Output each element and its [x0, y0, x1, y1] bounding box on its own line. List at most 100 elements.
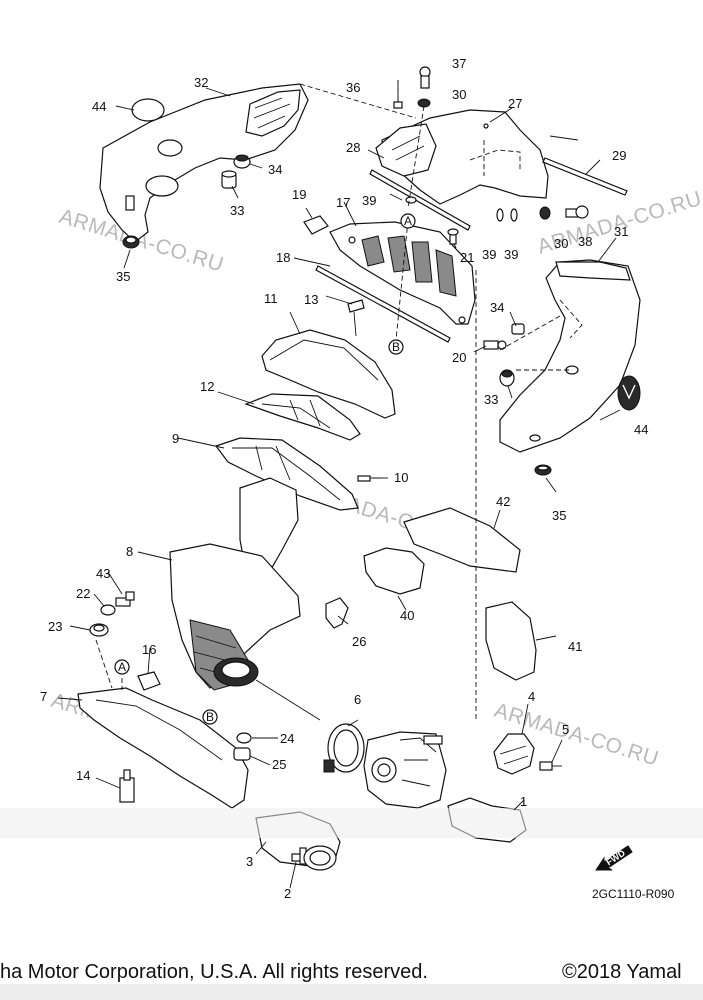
ref-b-bottom: B [202, 709, 218, 725]
part-number-26: 26 [352, 634, 366, 649]
part-number-39-b: 39 [504, 247, 518, 262]
grommet-34-right [511, 323, 525, 335]
clip-19-part [303, 215, 329, 235]
clamp-25-part [233, 747, 251, 761]
grommet-33-top [221, 170, 237, 189]
part-number-7: 7 [40, 689, 47, 704]
part-number-17: 17 [336, 195, 350, 210]
grommet-35-left [122, 235, 140, 249]
part-number-39-a: 39 [482, 247, 496, 262]
part-number-28: 28 [346, 140, 360, 155]
pad-41-part [485, 601, 537, 681]
part-number-34-top: 34 [268, 162, 282, 177]
part-number-3: 3 [246, 854, 253, 869]
ref-b-bottom-label: B [206, 710, 214, 724]
part-number-27: 27 [508, 96, 522, 111]
scan-noise-band-bottom [0, 984, 703, 1000]
ref-a-top-label: A [404, 214, 412, 228]
strip-28-part [369, 169, 471, 231]
part-number-31: 31 [614, 224, 628, 239]
pad-40-part [363, 547, 425, 595]
part-number-37: 37 [452, 56, 466, 71]
emblem-44-right [617, 375, 641, 411]
part-number-34-right: 34 [490, 300, 504, 315]
part-number-23: 23 [48, 619, 62, 634]
ref-a-bottom-label: A [118, 660, 126, 674]
airbox-8-part [169, 477, 301, 691]
part-number-12: 12 [200, 379, 214, 394]
forward-arrow-icon: FWD [595, 845, 633, 871]
part-number-32: 32 [194, 75, 208, 90]
part-number-35-left: 35 [116, 269, 130, 284]
part-number-33-right: 33 [484, 392, 498, 407]
bolt-37-part [419, 66, 431, 89]
part-number-39-top: 39 [362, 193, 376, 208]
part-number-29: 29 [612, 148, 626, 163]
part-number-21: 21 [460, 250, 474, 265]
clip-16-part [137, 671, 161, 691]
filter-seat-9-part [215, 437, 359, 511]
bolt-21-part [447, 228, 459, 245]
seal-ring [303, 845, 337, 871]
part-number-8: 8 [126, 544, 133, 559]
part-number-4: 4 [528, 689, 535, 704]
part-number-2: 2 [284, 886, 291, 901]
cover-27-part [375, 109, 549, 205]
part-number-25: 25 [272, 757, 286, 772]
part-number-6: 6 [354, 692, 361, 707]
clip-20-part [483, 340, 507, 350]
part-number-35-right: 35 [552, 508, 566, 523]
part-number-16: 16 [142, 642, 156, 657]
sensor-14-part [119, 769, 135, 803]
cap-22-part [100, 604, 116, 616]
grommet-33-right [499, 369, 515, 387]
nut-30-right [539, 206, 551, 220]
part-number-5: 5 [562, 722, 569, 737]
diagram-code: 2GC1110-R090 [592, 887, 675, 901]
washer-39-top [405, 196, 417, 204]
part-number-10: 10 [394, 470, 408, 485]
grommet-34-top [233, 154, 251, 169]
ref-a-top: A [400, 213, 416, 229]
clamp-6-part [323, 723, 365, 773]
side-cover-left-part [99, 83, 309, 243]
part-number-9: 9 [172, 431, 179, 446]
washer-39-a [496, 208, 504, 222]
ref-b-top-label: B [392, 340, 400, 354]
part-number-19: 19 [292, 187, 306, 202]
part-number-13: 13 [304, 292, 318, 307]
joint-24-part [236, 732, 252, 744]
part-number-41: 41 [568, 639, 582, 654]
part-number-36: 36 [346, 80, 360, 95]
part-number-44-left: 44 [92, 99, 106, 114]
ref-b-top: B [388, 339, 404, 355]
strip-29-part [542, 157, 628, 196]
scan-noise-band [0, 808, 703, 838]
pad-42-part [403, 507, 521, 573]
part-number-11: 11 [264, 291, 278, 306]
filter-cover-11-part [261, 329, 396, 419]
side-cover-right-part [499, 259, 641, 453]
copyright-left: ha Motor Corporation, U.S.A. All rights … [0, 961, 428, 983]
clamp-4-part [493, 733, 535, 775]
bolt-43-part [115, 591, 135, 607]
part-number-30-top: 30 [452, 87, 466, 102]
leader-lines [57, 80, 621, 889]
part-number-43: 43 [96, 566, 110, 581]
bracket-17-part [329, 221, 476, 325]
bolt-38-part [565, 205, 589, 219]
grommet-35-right [534, 464, 552, 476]
part-number-14: 14 [76, 768, 90, 783]
bolt-5-part [539, 761, 562, 771]
copyright-right: ©2018 Yamal [562, 961, 682, 983]
throttle-body-part [363, 731, 447, 809]
part-number-44-right: 44 [634, 422, 648, 437]
part-number-24: 24 [280, 731, 294, 746]
part-number-38: 38 [578, 234, 592, 249]
part-number-33-top: 33 [230, 203, 244, 218]
part-number-1: 1 [520, 794, 527, 809]
part-number-42: 42 [496, 494, 510, 509]
strip-18-part [315, 265, 451, 343]
part-number-40: 40 [400, 608, 414, 623]
